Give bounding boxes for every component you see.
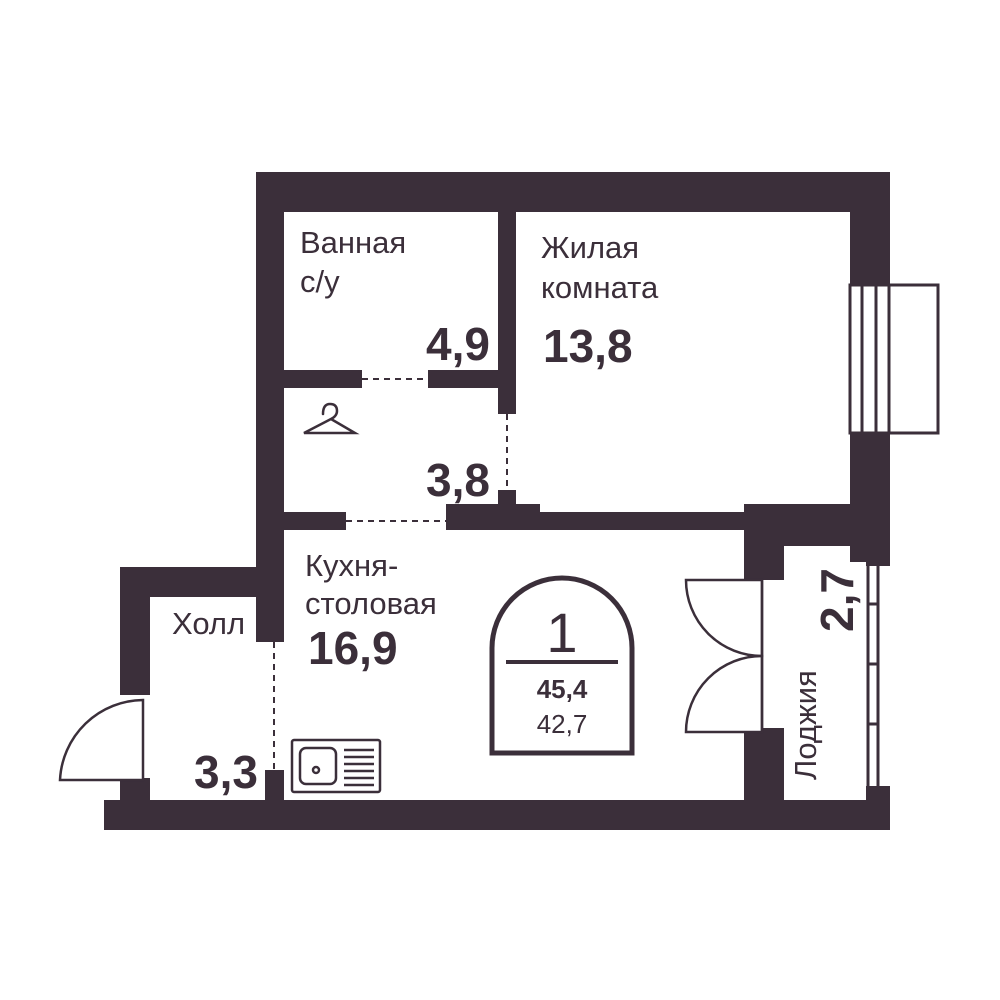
hall-area: 3,3 [194,746,258,798]
kitchen-name-line1: Кухня- [305,548,398,583]
badge-living-area: 42,7 [537,709,588,739]
living-window [848,283,940,435]
kitchen-area: 16,9 [308,622,398,674]
walls [104,172,890,830]
badge-total-area: 45,4 [537,674,588,704]
living-area: 13,8 [543,320,633,372]
corridor-area: 3,8 [426,454,490,506]
living-name-line1: Жилая [541,230,639,265]
hall-name: Холл [172,606,245,641]
loggia-glazing [866,546,880,786]
loggia-name: Лоджия [788,670,823,780]
sink-icon [290,738,382,794]
loggia-area: 2,7 [811,568,863,632]
hanger-icon [303,402,360,435]
badge-room-count: 1 [546,601,577,664]
kitchen-name-line2: столовая [305,586,437,621]
living-name-line2: комната [541,270,659,305]
bathroom-name-line2: с/у [300,264,340,299]
zone-boundaries [273,378,508,770]
entrance-door [58,698,145,782]
bathroom-name-line1: Ванная [300,225,406,260]
bathroom-area: 4,9 [426,318,490,370]
apartment-badge: 1 45,4 42,7 [489,575,635,756]
loggia-door [684,578,764,734]
